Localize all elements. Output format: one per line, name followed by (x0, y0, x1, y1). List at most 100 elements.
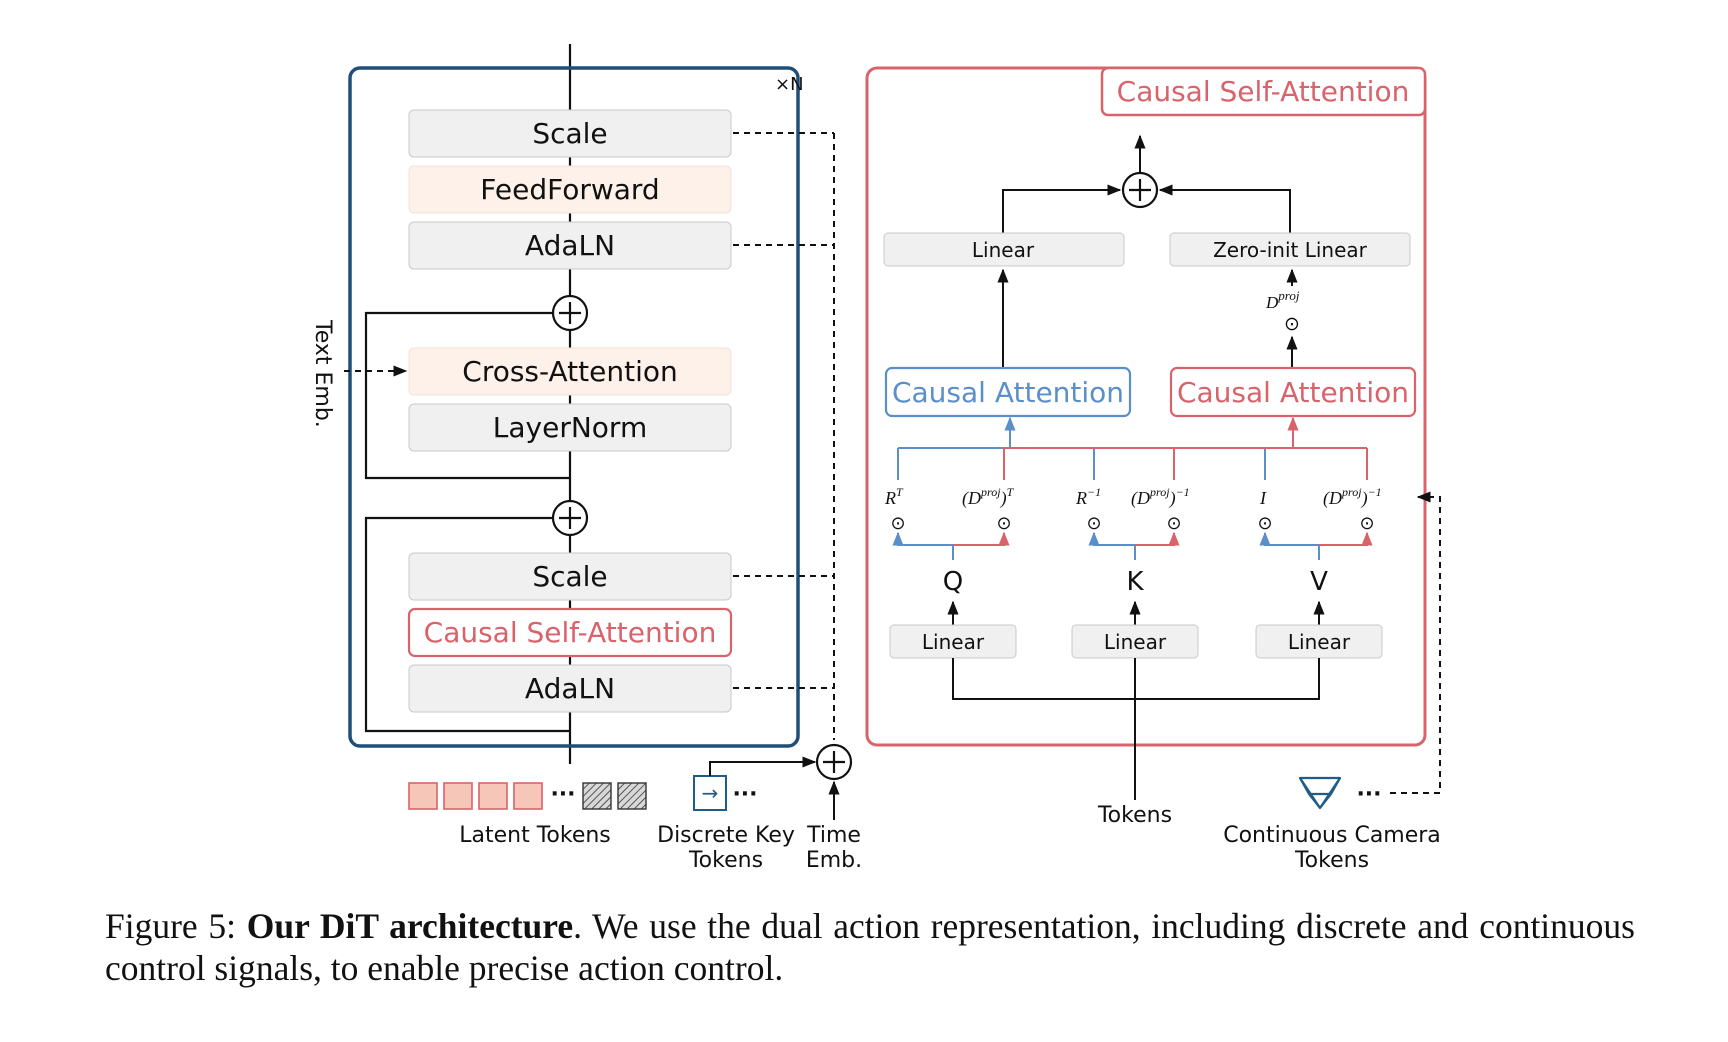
dit-block: ×N Scale FeedForward AdaLN Cross-Attenti… (310, 44, 835, 764)
latent-ellipsis: ··· (550, 782, 575, 807)
discrete-key-label-line2: Tokens (688, 848, 763, 873)
add-node-upper-icon (551, 294, 589, 332)
latent-token-3 (478, 782, 508, 810)
cross-attention-box (408, 347, 732, 396)
zero-init-to-add-arrow (1158, 184, 1291, 233)
time-condition-dashed-lines (733, 132, 835, 740)
latent-token-1 (408, 782, 438, 810)
text-emb-label: Text Emb. (310, 319, 335, 428)
camera-label-line2: Tokens (1294, 848, 1369, 873)
masked-token-1 (582, 782, 612, 810)
scale-top-label: Scale (532, 117, 607, 150)
q-label: Q (943, 567, 963, 597)
dproj-inverse-v-base: (D (1323, 488, 1342, 509)
linear-v-label: Linear (1288, 630, 1351, 654)
linear-out-box (883, 232, 1125, 267)
camera-label-line1: Continuous Camera (1223, 823, 1441, 848)
dproj-inverse-k-sup: −1 (1176, 485, 1190, 499)
add-node-output-icon (1121, 171, 1159, 209)
latent-tokens-group: ··· Latent Tokens (408, 782, 647, 848)
dit-block-frame (348, 66, 800, 748)
dproj-transpose-proj: proj (980, 485, 1001, 499)
dproj-inverse-k-base: (D (1131, 488, 1150, 509)
dproj-transpose-base: (D (962, 488, 981, 509)
layernorm-box (408, 403, 732, 452)
causal-attention-blue-label: Causal Attention (892, 376, 1124, 409)
dproj-inverse-v-label: (Dproj)−1 (1323, 485, 1382, 509)
causal-self-attention-detail: Causal Self-Attention Linear Zero-init L… (865, 66, 1427, 800)
dproj-inverse-k-close: ) (1169, 488, 1176, 509)
add-node-time-icon (815, 743, 853, 781)
dproj-inverse-v-proj: proj (1341, 485, 1362, 499)
camera-frustum-icon (1298, 776, 1342, 810)
key-token-arrow-icon: → (702, 781, 719, 805)
camera-tokens-group: ··· Continuous Camera Tokens (1223, 491, 1441, 873)
scale-top-box (408, 109, 732, 158)
adaln-bottom-label: AdaLN (525, 672, 615, 705)
dproj-scale-sup: proj (1277, 288, 1300, 303)
r-inverse-base: R (1075, 488, 1087, 508)
qkv-split-arrows (892, 531, 1373, 560)
figure-caption: Figure 5: Our DiT architecture. We use t… (105, 905, 1635, 989)
dproj-transpose-close: ) (1000, 488, 1007, 509)
key-to-add-arrow (709, 756, 817, 776)
adaln-top-label: AdaLN (525, 229, 615, 262)
r-transpose-label: RT (884, 485, 904, 508)
caption-rest: . We use the dual action representation,… (105, 906, 1635, 988)
dproj-transpose-label: (Dproj)T (962, 485, 1015, 509)
scale-bottom-label: Scale (532, 560, 607, 593)
residual-loop-upper (364, 311, 570, 480)
detail-title: Causal Self-Attention (1117, 75, 1410, 108)
detail-title-box (1100, 66, 1427, 117)
r-transpose-sup: T (896, 485, 904, 499)
causal-attention-red-box (1169, 366, 1417, 418)
odot-dproj-t-icon: ⊙ (996, 513, 1011, 534)
odot-icon: ⊙ (1284, 313, 1300, 335)
causal-self-attention-box (407, 607, 733, 658)
linear-q-label: Linear (922, 630, 985, 654)
r-transpose-base: R (884, 488, 896, 508)
feedforward-label: FeedForward (480, 173, 659, 206)
feedforward-box (408, 165, 732, 214)
discrete-key-label-line1: Discrete Key (657, 823, 795, 848)
time-emb-label-line1: Time (806, 823, 861, 848)
red-branch-lines (1003, 416, 1368, 480)
dproj-transpose-sup: T (1007, 485, 1015, 499)
dproj-inverse-v-sup: −1 (1368, 485, 1382, 499)
key-token-icon (693, 775, 727, 811)
time-emb-label-line2: Emb. (806, 848, 862, 873)
linear-out-label: Linear (972, 238, 1035, 262)
residual-loop-lower (364, 516, 570, 733)
camera-to-dproj-arrow (1390, 491, 1441, 794)
v-label: V (1310, 567, 1328, 597)
cross-attention-label: Cross-Attention (462, 355, 677, 388)
dproj-inverse-v-close: ) (1361, 488, 1368, 509)
linear-to-add-arrow (1002, 184, 1122, 233)
tokens-label: Tokens (1097, 803, 1172, 828)
add-node-lower-icon (551, 499, 589, 537)
dproj-inverse-k-proj: proj (1149, 485, 1170, 499)
identity-label: I (1259, 488, 1267, 508)
caption-bold: Our DiT architecture (246, 906, 574, 946)
odot-dproj-inv-k-icon: ⊙ (1166, 513, 1181, 534)
camera-ellipsis: ··· (1356, 782, 1381, 807)
r-inverse-label: R−1 (1075, 485, 1101, 508)
caption-prefix: Figure 5: (105, 906, 247, 946)
zero-init-linear-label: Zero-init Linear (1213, 238, 1368, 262)
masked-token-2 (617, 782, 647, 810)
odot-dproj-inv-v-icon: ⊙ (1359, 513, 1374, 534)
latent-tokens-label: Latent Tokens (459, 823, 611, 848)
adaln-top-box (408, 221, 732, 270)
dproj-scale-base: D (1265, 293, 1279, 312)
dproj-scale-label: Dproj (1265, 288, 1300, 312)
discrete-key-tokens-group: → ··· Discrete Key Tokens (657, 756, 817, 873)
r-inverse-sup: −1 (1087, 485, 1101, 499)
repeat-label: ×N (775, 74, 804, 95)
dproj-inverse-k-label: (Dproj)−1 (1131, 485, 1190, 509)
time-emb-group: Time Emb. (806, 743, 862, 873)
adaln-bottom-box (408, 664, 732, 713)
causal-attention-red-label: Causal Attention (1177, 376, 1409, 409)
latent-token-4 (513, 782, 543, 810)
causal-self-attention-label: Causal Self-Attention (424, 616, 717, 649)
